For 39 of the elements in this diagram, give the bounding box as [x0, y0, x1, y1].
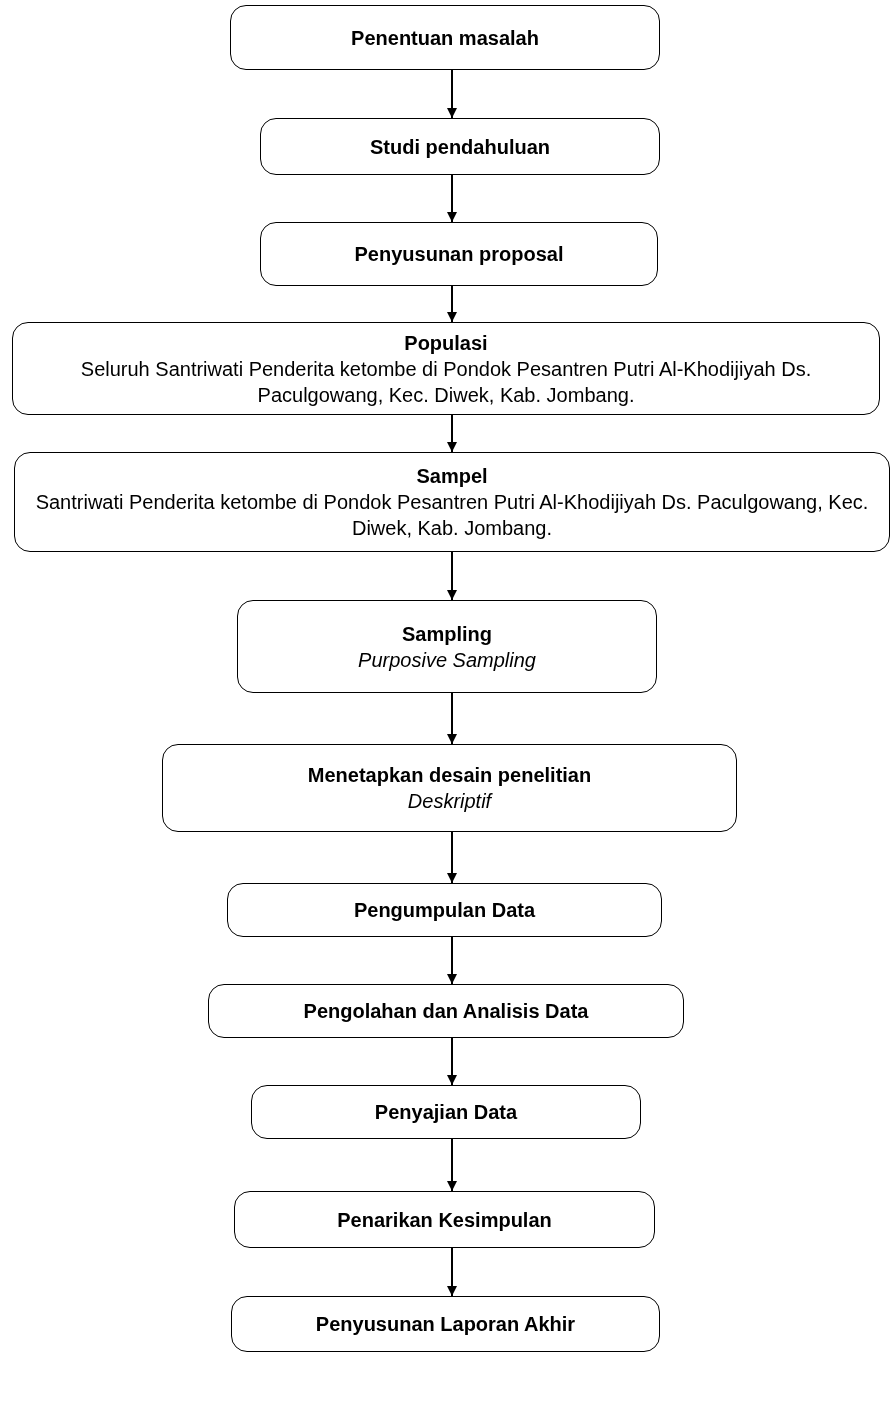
process-box [230, 5, 660, 70]
arrow [447, 831, 457, 884]
step-title: Pengumpulan Data [353, 898, 536, 923]
step-title: Pengolahan dan Analisis Data [303, 999, 589, 1024]
arrow [447, 551, 457, 601]
step-title: Studi pendahuluan [370, 134, 550, 160]
arrow [447, 1138, 457, 1192]
process-box [12, 322, 880, 415]
step-title: Populasi [404, 330, 488, 356]
process-box [227, 883, 662, 937]
arrow [447, 692, 457, 745]
process-box [237, 600, 657, 693]
process-box [251, 1085, 641, 1139]
arrow [447, 414, 457, 453]
process-box [260, 118, 660, 175]
process-box [208, 984, 684, 1038]
step-title: Penentuan masalah [351, 25, 539, 51]
process-box [162, 744, 737, 832]
step-title: Sampling [402, 621, 492, 647]
step-description: Seluruh Santriwati Penderita ketombe di Pondok Pesantren Putri Al-Khodijiyah Ds. Paculgowang, Kec. Diwek, Kab. Jombang. [79, 356, 813, 408]
arrow [447, 1037, 457, 1086]
process-box [260, 222, 658, 286]
step-title: Penarikan Kesimpulan [337, 1207, 552, 1233]
process-box [234, 1191, 655, 1248]
step-description: Purposive Sampling [358, 647, 536, 673]
step-title: Penyajian Data [374, 1100, 518, 1125]
arrow [447, 174, 457, 223]
arrow [447, 69, 457, 119]
step-description: Santriwati Penderita ketombe di Pondok Pesantren Putri Al-Khodijiyah Ds. Paculgowang, Kec. Diwek, Kab. Jombang. [34, 490, 870, 541]
step-description: Deskriptif [407, 789, 492, 814]
process-box [14, 452, 890, 552]
step-title: Menetapkan desain penelitian [307, 763, 592, 788]
process-box [231, 1296, 660, 1352]
step-title: Penyusunan Laporan Akhir [315, 1312, 576, 1337]
step-title: Penyusunan proposal [354, 242, 564, 267]
arrow [447, 936, 457, 985]
step-title: Sampel [416, 464, 488, 489]
arrow [447, 285, 457, 323]
arrow [447, 1247, 457, 1297]
